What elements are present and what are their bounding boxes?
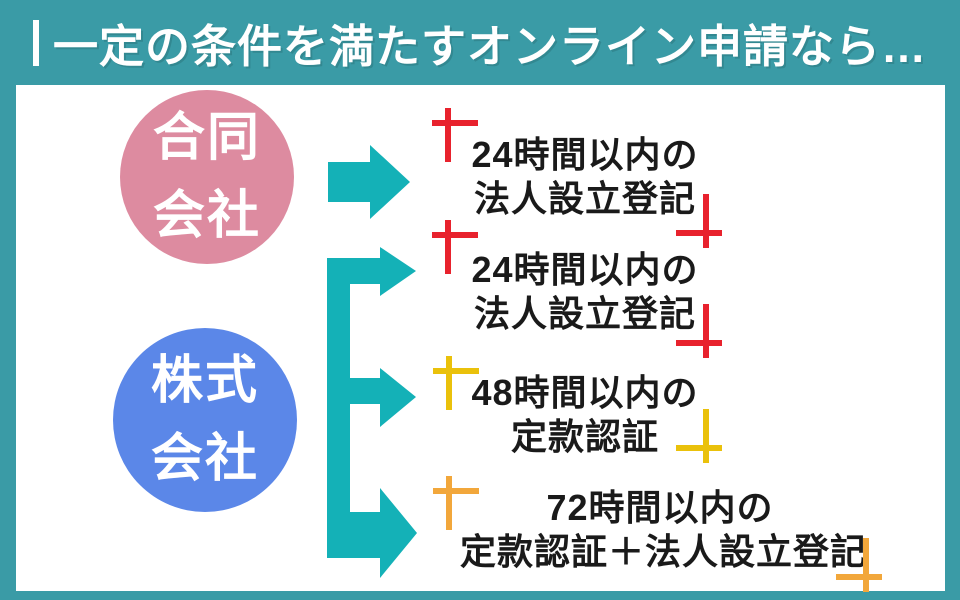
entity-label-line: 合同 [152, 109, 261, 167]
crop-mark-horizontal [836, 574, 882, 580]
crop-mark-bottom-right-icon [836, 538, 882, 592]
crop-mark-horizontal [433, 488, 479, 494]
crop-mark-bottom-right-icon [676, 409, 722, 463]
crop-mark-top-left-icon [432, 220, 478, 274]
crop-mark-horizontal [432, 232, 478, 238]
result-text-line: 72時間以内の [546, 487, 774, 528]
entity-label-line: 会社 [150, 430, 259, 488]
result-item-articles-registration-72h: 72時間以内の 定款認証＋法人設立登記 [460, 486, 868, 574]
crop-mark-horizontal [676, 230, 722, 236]
result-item-registration-24h-kabushiki: 24時間以内の 法人設立登記 [435, 248, 735, 336]
crop-mark-vertical [863, 538, 869, 592]
result-text-line: 24時間以内の [471, 134, 699, 175]
crop-mark-top-left-icon [432, 108, 478, 162]
crop-mark-horizontal [676, 445, 722, 451]
header: 一定の条件を満たすオンライン申請なら… [0, 0, 960, 85]
result-text-line: 定款認証＋法人設立登記 [460, 531, 868, 572]
entity-label-line: 株式 [150, 352, 259, 410]
crop-mark-top-left-icon [433, 356, 479, 410]
crop-mark-vertical [703, 194, 709, 248]
crop-mark-bottom-right-icon [676, 304, 722, 358]
result-item-articles-48h: 48時間以内の 定款認証 [435, 371, 735, 459]
crop-mark-horizontal [676, 340, 722, 346]
crop-mark-bottom-right-icon [676, 194, 722, 248]
result-item-registration-24h-godo: 24時間以内の 法人設立登記 [435, 133, 735, 221]
result-text-line: 法人設立登記 [473, 178, 696, 219]
result-text-line: 24時間以内の [471, 249, 699, 290]
crop-mark-vertical [703, 409, 709, 463]
entity-label-line: 会社 [152, 187, 261, 245]
crop-mark-horizontal [432, 120, 478, 126]
crop-mark-vertical [446, 356, 452, 410]
crop-mark-horizontal [433, 368, 479, 374]
crop-mark-vertical [445, 108, 451, 162]
page-title: 一定の条件を満たすオンライン申請なら… [52, 21, 927, 72]
crop-mark-top-left-icon [433, 476, 479, 530]
crop-mark-vertical [445, 220, 451, 274]
result-text-line: 48時間以内の [471, 372, 699, 413]
entity-kabushiki-kaisha: 株式 会社 [113, 328, 297, 512]
crop-mark-vertical [703, 304, 709, 358]
result-text-line: 定款認証 [510, 416, 659, 457]
title-bar-decoration [32, 19, 39, 66]
crop-mark-vertical [446, 476, 452, 530]
entity-godo-kaisha: 合同 会社 [120, 90, 294, 264]
result-text-line: 法人設立登記 [473, 293, 696, 334]
